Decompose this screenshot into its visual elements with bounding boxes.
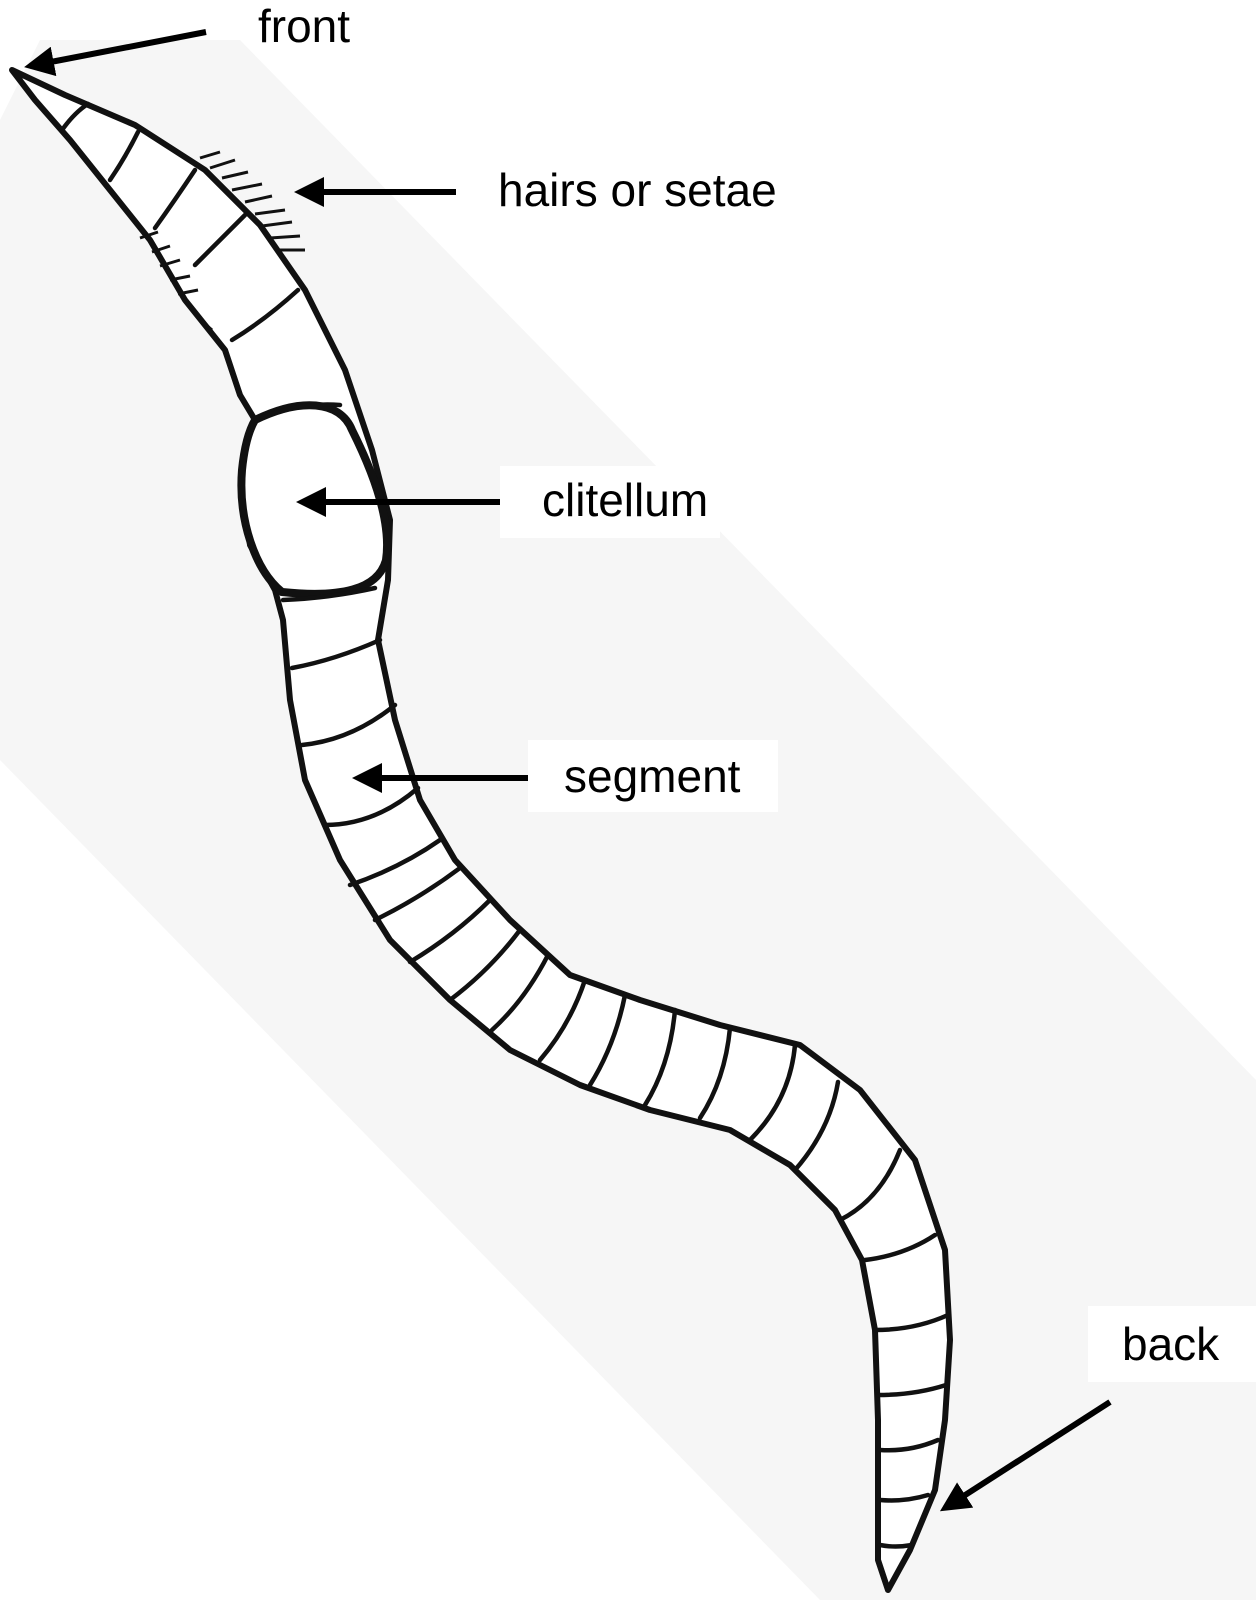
clitellum-label: clitellum — [542, 474, 708, 526]
front-label: front — [258, 0, 350, 52]
segment-label: segment — [564, 750, 741, 802]
hairs-label: hairs or setae — [498, 164, 777, 216]
back-label: back — [1122, 1318, 1220, 1370]
